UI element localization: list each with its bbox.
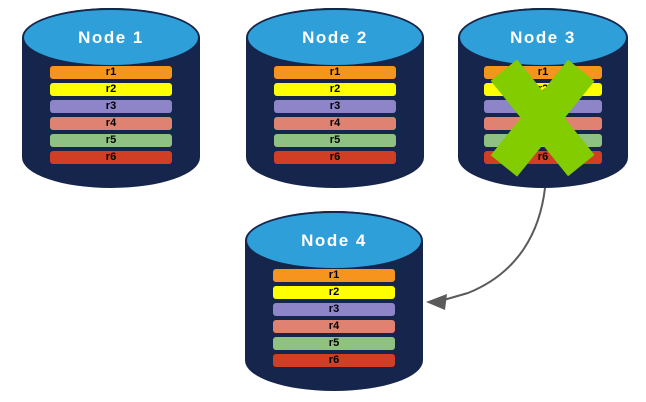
node-4-row-r4[interactable]: r4: [273, 320, 395, 333]
node-2[interactable]: Node 2 r1 r2 r3 r4 r5 r6: [246, 8, 424, 188]
node-4-row-r5[interactable]: r5: [273, 337, 395, 350]
node-3-title: Node 3: [510, 27, 576, 47]
node-4[interactable]: Node 4 r1 r2 r3 r4 r5 r6: [245, 211, 423, 391]
recovery-arrow-head: [426, 294, 447, 310]
node-1-row-r1[interactable]: r1: [50, 66, 172, 79]
node-2-title: Node 2: [302, 27, 368, 47]
node-3-row-r2[interactable]: r2: [484, 83, 602, 96]
node-1-row-r2[interactable]: r2: [50, 83, 172, 96]
node-2-cylinder-top: [246, 8, 424, 68]
node-3-row-r4[interactable]: r4: [484, 117, 602, 130]
node-4-row-r6[interactable]: r6: [273, 354, 395, 367]
node-2-row-r4[interactable]: r4: [274, 117, 396, 130]
node-1-row-r3[interactable]: r3: [50, 100, 172, 113]
node-2-row-r5[interactable]: r5: [274, 134, 396, 147]
node-1-title: Node 1: [78, 27, 144, 47]
recovery-arrow-path: [439, 187, 546, 302]
node-1-row-r5[interactable]: r5: [50, 134, 172, 147]
node-3-rows: r1 r2 r3 r4 r5 r6: [484, 66, 602, 164]
node-1-row-r4[interactable]: r4: [50, 117, 172, 130]
node-1[interactable]: Node 1 r1 r2 r3 r4 r5 r6: [22, 8, 200, 188]
node-1-row-r6[interactable]: r6: [50, 151, 172, 164]
node-1-cylinder-top: [22, 8, 200, 68]
node-3[interactable]: Node 3 r1 r2 r3 r4 r5 r6: [458, 8, 628, 188]
node-4-row-r2[interactable]: r2: [273, 286, 395, 299]
node-4-title: Node 4: [301, 230, 367, 250]
node-4-rows: r1 r2 r3 r4 r5 r6: [273, 269, 395, 367]
node-2-rows: r1 r2 r3 r4 r5 r6: [274, 66, 396, 164]
node-3-row-r5[interactable]: r5: [484, 134, 602, 147]
node-4-row-r1[interactable]: r1: [273, 269, 395, 282]
node-4-row-r3[interactable]: r3: [273, 303, 395, 316]
node-2-row-r1[interactable]: r1: [274, 66, 396, 79]
node-2-row-r2[interactable]: r2: [274, 83, 396, 96]
node-3-row-r3[interactable]: r3: [484, 100, 602, 113]
node-3-row-r1[interactable]: r1: [484, 66, 602, 79]
node-2-row-r6[interactable]: r6: [274, 151, 396, 164]
node-1-rows: r1 r2 r3 r4 r5 r6: [50, 66, 172, 164]
node-4-cylinder-top: [245, 211, 423, 271]
node-3-row-r6[interactable]: r6: [484, 151, 602, 164]
node-2-row-r3[interactable]: r3: [274, 100, 396, 113]
